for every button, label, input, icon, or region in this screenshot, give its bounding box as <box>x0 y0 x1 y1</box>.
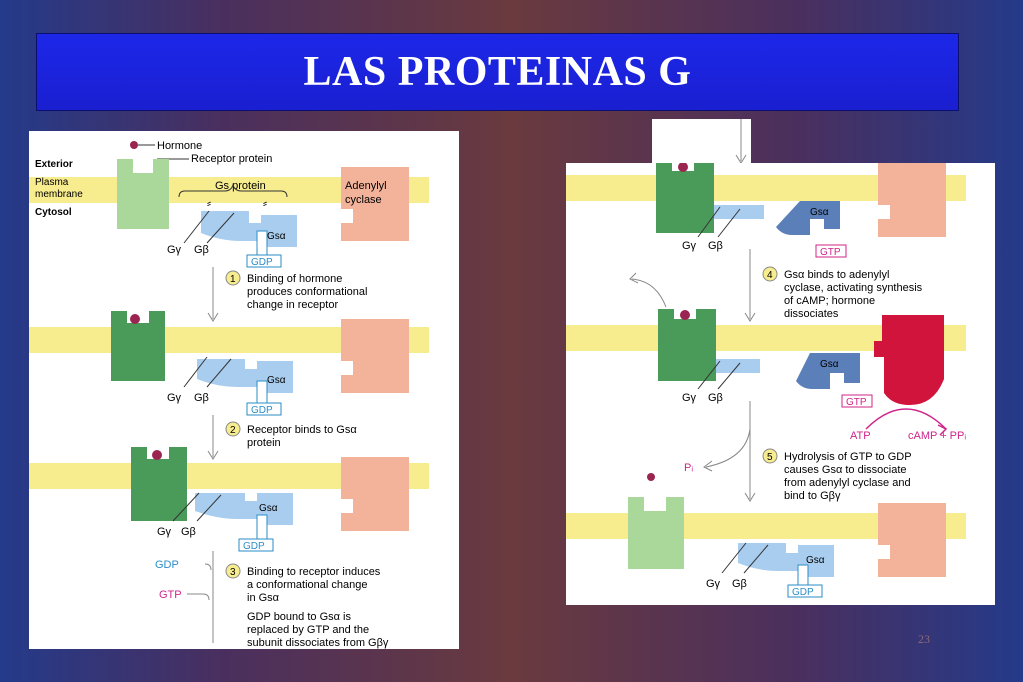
hormone-icon <box>130 141 138 149</box>
right-diagram-panel: Gγ Gβ Gsα GTP 4 Gsα binds to adenylyl cy… <box>566 162 995 605</box>
right-panel-tab <box>652 119 751 165</box>
g-s-alpha-2: Gsα <box>267 375 286 386</box>
step1-text-2: produces conformational <box>247 286 367 298</box>
g-beta-3: Gβ <box>181 526 196 538</box>
g-gamma-1: Gγ <box>167 244 182 256</box>
receptor-inactive-2 <box>628 497 684 569</box>
cyclase-label: cyclase <box>345 194 382 206</box>
left-diagram: Hormone Receptor protein Exterior Plasma… <box>29 140 429 649</box>
g-gamma-2: Gγ <box>167 392 182 404</box>
step3-text-1: Binding to receptor induces <box>247 566 381 578</box>
g-beta-5: Gβ <box>708 392 723 404</box>
step4-text-3: of cAMP; hormone <box>784 295 875 307</box>
gdp-1: GDP <box>251 257 273 268</box>
step1-number: 1 <box>230 274 236 285</box>
g-s-alpha-3: Gsα <box>259 503 278 514</box>
g-gamma-5: Gγ <box>682 392 697 404</box>
step4-text-1: Gsα binds to adenylyl <box>784 269 889 281</box>
step4-text-2: cyclase, activating synthesis <box>784 282 923 294</box>
hormone-label: Hormone <box>157 140 202 152</box>
gdp-2: GDP <box>251 405 273 416</box>
receptor-label: Receptor protein <box>191 153 272 165</box>
atp-label: ATP <box>850 430 871 442</box>
step5-text-2: causes Gsα to dissociate <box>784 464 907 476</box>
g-beta-6: Gβ <box>732 578 747 590</box>
hormone-free <box>647 473 655 481</box>
g-beta-gamma-1 <box>714 205 764 219</box>
adenylyl-cyclase-3 <box>341 457 409 531</box>
step4-number: 4 <box>767 270 773 281</box>
g-s-alpha-4: Gsα <box>810 207 829 218</box>
hormone-bound-2 <box>152 450 162 460</box>
step5-number: 5 <box>767 452 773 463</box>
receptor-inactive <box>117 159 169 229</box>
membrane-label: membrane <box>35 189 83 200</box>
g-s-alpha-6: Gsα <box>806 555 825 566</box>
g-protein-3 <box>195 493 293 525</box>
title-bar: LAS PROTEINAS G <box>36 33 959 111</box>
svg-text:⸗: ⸗ <box>263 196 267 210</box>
g-gamma-4: Gγ <box>682 240 697 252</box>
hormone-bound-3 <box>678 162 688 172</box>
cytosol-label: Cytosol <box>35 207 72 218</box>
gdp-3: GDP <box>243 541 265 552</box>
receptor-active-2 <box>131 447 187 521</box>
g-beta-2: Gβ <box>194 392 209 404</box>
step4-text-4: dissociates <box>784 308 839 320</box>
exterior-label: Exterior <box>35 159 73 170</box>
adenylyl-cyclase-4 <box>878 163 946 237</box>
step5-text-1: Hydrolysis of GTP to GDP <box>784 451 912 463</box>
step5-text-4: bind to Gβγ <box>784 490 841 502</box>
g-protein-1 <box>201 211 297 247</box>
receptor-active-1 <box>111 311 165 381</box>
step1-text-1: Binding of hormone <box>247 273 342 285</box>
g-s-alpha-5: Gsα <box>820 359 839 370</box>
step2-text-1: Receptor binds to Gsα <box>247 424 357 436</box>
g-beta-1: Gβ <box>194 244 209 256</box>
g-protein-2 <box>197 359 293 393</box>
gdp-4: GDP <box>792 587 814 598</box>
gtp-1: GTP <box>820 247 841 258</box>
camp-label: cAMP + PPᵢ <box>908 430 966 442</box>
gdp-released: GDP <box>155 559 179 571</box>
pi-label: Pᵢ <box>684 462 693 474</box>
right-diagram: Gγ Gβ Gsα GTP 4 Gsα binds to adenylyl cy… <box>566 162 966 598</box>
gtp-entering: GTP <box>159 589 182 601</box>
hormone-bound-4 <box>680 310 690 320</box>
g-s-alpha-1: Gsα <box>267 231 286 242</box>
step2-text-2: protein <box>247 437 281 449</box>
g-beta-4: Gβ <box>708 240 723 252</box>
adenylyl-cyclase-1 <box>341 167 409 241</box>
step3-text-6: subunit dissociates from Gβγ <box>247 637 389 649</box>
page-number: 23 <box>918 632 930 646</box>
adenylyl-cyclase-active <box>874 315 944 405</box>
g-gamma-6: Gγ <box>706 578 721 590</box>
adenylyl-cyclase-2 <box>341 319 409 393</box>
adenylyl-label: Adenylyl <box>345 180 387 192</box>
plasma-label: Plasma <box>35 177 69 188</box>
step3-number: 3 <box>230 567 236 578</box>
hormone-bound-1 <box>130 314 140 324</box>
adenylyl-cyclase-5 <box>878 503 946 577</box>
step3-text-5: replaced by GTP and the <box>247 624 369 636</box>
step1-text-3: change in receptor <box>247 299 338 311</box>
receptor-active-4 <box>658 309 716 381</box>
step3-text-4: GDP bound to Gsα is <box>247 611 351 623</box>
left-diagram-panel: Hormone Receptor protein Exterior Plasma… <box>29 131 459 649</box>
receptor-active-3 <box>656 163 714 233</box>
g-s-alpha-gtp-2 <box>796 353 860 389</box>
step3-text-2: a conformational change <box>247 579 367 591</box>
step5-text-3: from adenylyl cyclase and <box>784 477 911 489</box>
g-s-alpha-gtp-1 <box>776 201 840 235</box>
gtp-2: GTP <box>846 397 867 408</box>
g-gamma-3: Gγ <box>157 526 172 538</box>
gs-protein-label: Gs protein <box>215 180 266 192</box>
step3-text-3: in Gsα <box>247 592 280 604</box>
step2-number: 2 <box>230 425 236 436</box>
slide-title: LAS PROTEINAS G <box>303 49 692 95</box>
svg-text:⸗: ⸗ <box>207 196 211 210</box>
